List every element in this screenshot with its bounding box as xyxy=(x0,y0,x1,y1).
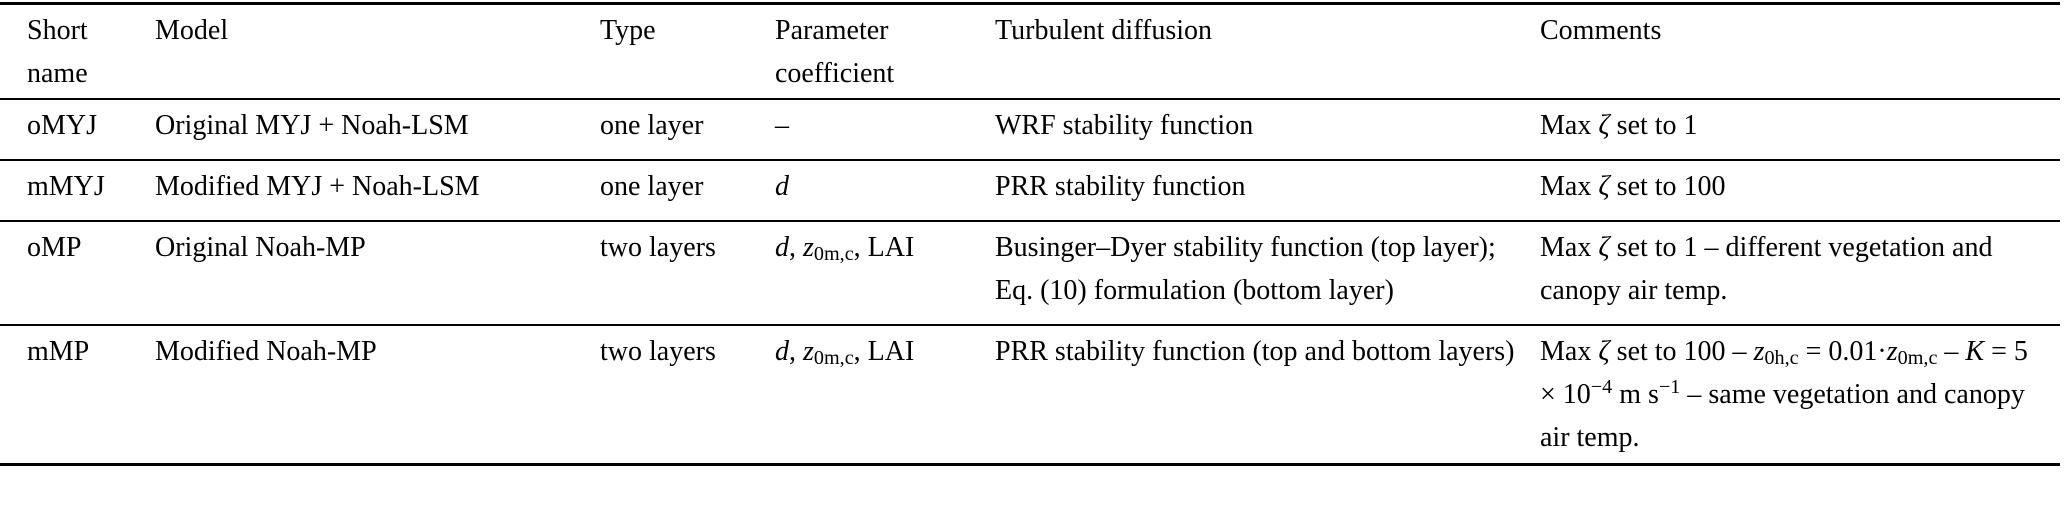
text-run: set to 100 xyxy=(1609,171,1726,202)
text-run: z xyxy=(1886,336,1898,367)
text-run: = 5 × 10 xyxy=(1540,336,2028,410)
column-header-comments: Comments xyxy=(1540,3,2060,100)
subscript: 0h,c xyxy=(1764,347,1799,370)
text-run: z xyxy=(803,336,814,367)
cell-model: Modified Noah-MP xyxy=(155,325,600,465)
cell-short_name: mMP xyxy=(0,325,155,465)
text-run: one layer xyxy=(600,110,704,141)
cell-turbulent_diffusion: PRR stability function (top and bottom l… xyxy=(995,325,1540,465)
cell-type: two layers xyxy=(600,221,775,325)
subscript: 0m,c xyxy=(813,243,854,266)
text-run: two layers xyxy=(600,336,716,367)
text-run: oMP xyxy=(27,232,82,263)
text-run: WRF stability function xyxy=(995,110,1254,141)
cell-model: Modified MYJ + Noah-LSM xyxy=(155,160,600,221)
subscript: 0m,c xyxy=(1897,347,1938,370)
cell-type: one layer xyxy=(600,160,775,221)
text-run: ζ xyxy=(1598,110,1610,141)
text-run: , LAI xyxy=(853,336,915,367)
text-run: mMP xyxy=(27,336,90,367)
text-run: one layer xyxy=(600,171,704,202)
cell-model: Original MYJ + Noah-LSM xyxy=(155,99,600,160)
cell-parameter_coefficient: d, z0m,c, LAI xyxy=(775,221,995,325)
text-run: Businger–Dyer stability function (top la… xyxy=(995,232,1496,306)
table-row: oMP Original Noah-MP two layers d, z0m,c, L… xyxy=(0,221,2060,325)
text-run: , LAI xyxy=(853,232,915,263)
cell-turbulent_diffusion: PRR stability function xyxy=(995,160,1540,221)
text-run: z xyxy=(1753,336,1765,367)
cell-short_name: oMP xyxy=(0,221,155,325)
table-body: oMYJ Original MYJ + Noah-LSM one layer – WRF… xyxy=(0,99,2060,465)
text-run: PRR stability function xyxy=(995,171,1246,202)
column-header-turbulent_diffusion: Turbulent diffusion xyxy=(995,3,1540,100)
column-header-type: Type xyxy=(600,3,775,100)
cell-parameter_coefficient: d, z0m,c, LAI xyxy=(775,325,995,465)
cell-comments: Max ζ set to 1 xyxy=(1540,99,2060,160)
text-run: ζ xyxy=(1598,232,1610,263)
column-header-short_name: Short name xyxy=(0,3,155,100)
text-run: Max xyxy=(1540,232,1599,263)
text-run: d xyxy=(775,336,789,367)
text-run: – same vegetation and canopy air temp. xyxy=(1540,379,2025,453)
column-header-model: Model xyxy=(155,3,600,100)
text-run: m s xyxy=(1612,379,1659,410)
cell-turbulent_diffusion: WRF stability function xyxy=(995,99,1540,160)
table-row: mMYJ Modified MYJ + Noah-LSM one layer d PRR… xyxy=(0,160,2060,221)
cell-comments: Max ζ set to 100 – z0h,c = 0.01·z0m,c – … xyxy=(1540,325,2060,465)
text-run: set to 1 – different vegetation and cano… xyxy=(1540,232,1993,306)
text-run: , xyxy=(789,336,803,367)
cell-type: one layer xyxy=(600,99,775,160)
cell-parameter_coefficient: d xyxy=(775,160,995,221)
cell-short_name: mMYJ xyxy=(0,160,155,221)
text-run: d xyxy=(775,171,789,202)
text-run: mMYJ xyxy=(27,171,105,202)
text-run: Max xyxy=(1540,336,1599,367)
text-run: z xyxy=(803,232,814,263)
cell-comments: Max ζ set to 100 xyxy=(1540,160,2060,221)
text-run: set to 100 – xyxy=(1609,336,1754,367)
text-run: oMYJ xyxy=(27,110,98,141)
text-run: Max xyxy=(1540,171,1599,202)
text-run: K xyxy=(1965,336,1985,367)
text-run: = 0.01· xyxy=(1798,336,1887,367)
cell-short_name: oMYJ xyxy=(0,99,155,160)
text-run: Original MYJ + Noah-LSM xyxy=(155,110,469,141)
text-run: , xyxy=(789,232,803,263)
subscript: 0m,c xyxy=(813,347,854,370)
cell-turbulent_diffusion: Businger–Dyer stability function (top la… xyxy=(995,221,1540,325)
text-run: PRR stability function (top and bottom l… xyxy=(995,336,1515,367)
text-run: ζ xyxy=(1598,171,1610,202)
text-run: d xyxy=(775,232,789,263)
column-header-parameter_coefficient: Parameter coefficient xyxy=(775,3,995,100)
cell-model: Original Noah-MP xyxy=(155,221,600,325)
cell-type: two layers xyxy=(600,325,775,465)
text-run: ζ xyxy=(1598,336,1610,367)
text-run: two layers xyxy=(600,232,716,263)
text-run: Modified MYJ + Noah-LSM xyxy=(155,171,480,202)
text-run: Original Noah-MP xyxy=(155,232,366,263)
cell-comments: Max ζ set to 1 – different vegetation an… xyxy=(1540,221,2060,325)
superscript: −4 xyxy=(1590,375,1613,398)
cell-parameter_coefficient: – xyxy=(775,99,995,160)
text-run: Modified Noah-MP xyxy=(155,336,377,367)
text-run: set to 1 xyxy=(1609,110,1698,141)
text-run: – xyxy=(1937,336,1966,367)
superscript: −1 xyxy=(1658,375,1681,398)
text-run: – xyxy=(775,110,789,141)
table-row: oMYJ Original MYJ + Noah-LSM one layer – WRF… xyxy=(0,99,2060,160)
text-run: Max xyxy=(1540,110,1599,141)
